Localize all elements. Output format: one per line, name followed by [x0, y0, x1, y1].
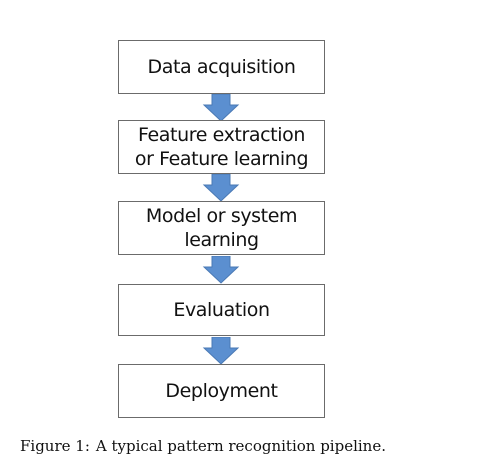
step-deployment: Deployment: [118, 364, 325, 418]
step-label-line: Deployment: [165, 380, 278, 402]
down-arrow-icon: [202, 94, 240, 122]
down-arrow-icon: [202, 256, 240, 284]
down-arrow-icon: [202, 174, 240, 202]
step-model-learning: Model or system learning: [118, 201, 325, 255]
step-label-line: or Feature learning: [134, 148, 309, 170]
step-label-line: Data acquisition: [147, 56, 296, 78]
down-arrow-icon: [202, 337, 240, 365]
caption-text: A typical pattern recognition pipeline.: [95, 437, 386, 455]
step-label-line: Feature extraction: [138, 124, 305, 146]
step-label-line: Evaluation: [173, 299, 270, 321]
figure-caption: Figure 1: A typical pattern recognition p…: [20, 437, 386, 455]
step-data-acquisition: Data acquisition: [118, 40, 325, 94]
step-label-line: learning: [184, 229, 259, 251]
step-feature-extraction: Feature extraction or Feature learning: [118, 120, 325, 174]
step-label-line: Model or system: [145, 205, 298, 227]
step-evaluation: Evaluation: [118, 284, 325, 336]
caption-label: Figure 1:: [20, 437, 90, 455]
pipeline-diagram: Data acquisition Feature extraction or F…: [118, 40, 325, 418]
